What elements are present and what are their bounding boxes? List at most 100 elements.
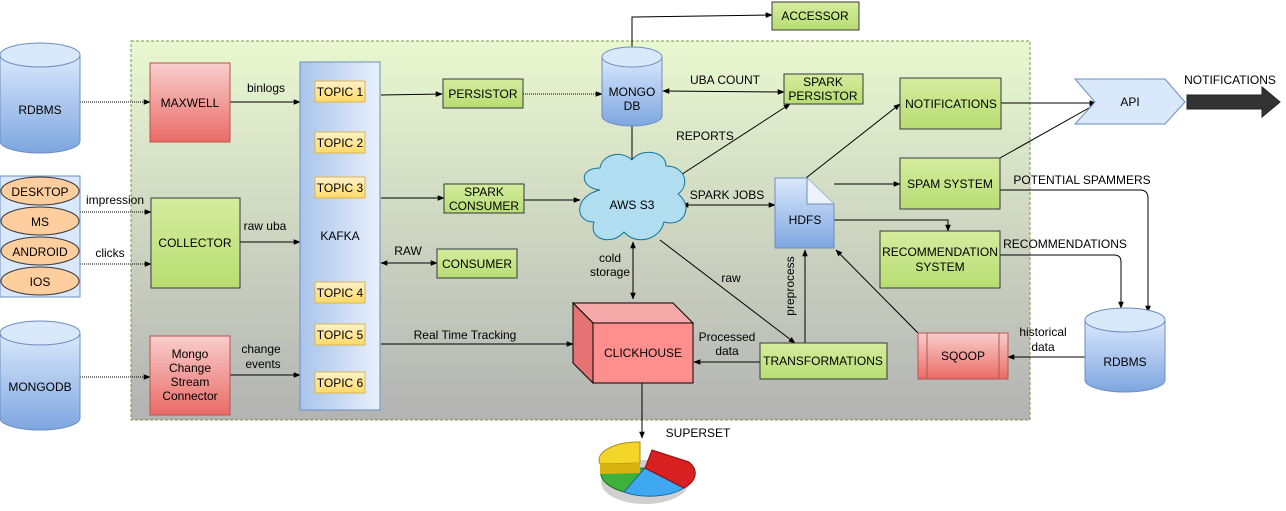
edge-sqoop-hdfs	[835, 249, 919, 334]
svg-text:MONGO: MONGO	[609, 85, 656, 99]
svg-text:COLLECTOR: COLLECTOR	[158, 236, 231, 250]
topic-1	[314, 80, 366, 103]
label-uba-count: UBA COUNT	[690, 73, 761, 87]
label-raw-uba: raw uba	[244, 219, 287, 233]
label-clicks: clicks	[95, 246, 124, 260]
svg-text:DESKTOP: DESKTOP	[11, 185, 68, 199]
edges	[80, 12, 1151, 439]
edge-hdfs-recommendation	[834, 219, 951, 232]
svg-text:TOPIC 6: TOPIC 6	[317, 376, 364, 390]
edge-recommendation-rdbms	[1000, 254, 1124, 309]
rdbms-left-label: RDBMS	[18, 103, 61, 117]
recommendation-system-box: RECOMMENDATION SYSTEM	[879, 230, 1001, 289]
label-raw-lower: raw	[721, 271, 741, 285]
label-notifications-out: NOTIFICATIONS	[1184, 73, 1276, 87]
mongodb-label: MONGODB	[8, 380, 71, 394]
mongodb-source: MONGODB	[0, 320, 81, 431]
label-cold-storage-1: cold	[599, 251, 621, 265]
label-processed-data-1: Processed	[699, 330, 756, 344]
topic-3	[314, 176, 366, 199]
svg-text:AWS S3: AWS S3	[610, 198, 655, 212]
svg-text:TOPIC 4: TOPIC 4	[317, 286, 364, 300]
svg-text:SPARK: SPARK	[803, 75, 843, 89]
rdbms-left: RDBMS	[0, 42, 81, 154]
edge-s3-transformations	[659, 239, 796, 344]
svg-text:HDFS: HDFS	[789, 213, 822, 227]
collector-box: COLLECTOR	[150, 197, 241, 289]
persistor-box: PERSISTOR	[442, 78, 524, 109]
edge-kafka-persistor	[380, 91, 443, 97]
superset-pie-icon	[598, 441, 696, 504]
svg-text:TOPIC 2: TOPIC 2	[317, 136, 364, 150]
svg-text:PERSISTOR: PERSISTOR	[788, 89, 857, 103]
label-change-events-2: events	[245, 357, 280, 371]
svg-text:SQOOP: SQOOP	[941, 349, 985, 363]
rdbms-right: RDBMS	[1084, 307, 1166, 393]
transformations-box: TRANSFORMATIONS	[759, 342, 888, 380]
svg-text:RECOMMENDATION: RECOMMENDATION	[882, 245, 998, 259]
hdfs-document: HDFS	[774, 177, 835, 249]
label-recommendations: RECOMMENDATIONS	[1003, 237, 1127, 251]
spam-system-box: SPAM SYSTEM	[899, 157, 1001, 210]
kafka-cluster: KAFKA TOPIC 1 TOPIC 2 TOPIC 3 TOPIC 4 TO…	[299, 61, 381, 411]
label-raw: RAW	[394, 244, 422, 258]
svg-text:IOS: IOS	[30, 275, 51, 289]
svg-text:TOPIC 1: TOPIC 1	[317, 85, 364, 99]
label-historical-data-1: historical	[1019, 325, 1066, 339]
accessor-box: ACCESSOR	[771, 1, 860, 31]
topic-2	[314, 131, 366, 154]
client-ms	[0, 206, 80, 236]
svg-text:DB: DB	[624, 99, 641, 113]
svg-text:CONSUMER: CONSUMER	[449, 199, 519, 213]
client-desktop	[0, 176, 80, 206]
svg-text:PERSISTOR: PERSISTOR	[448, 87, 517, 101]
label-impression: impression	[86, 193, 144, 207]
spark-consumer-box: SPARK CONSUMER	[443, 183, 525, 214]
notifications-out-arrow	[1186, 85, 1281, 119]
svg-text:Change: Change	[169, 361, 211, 375]
label-spark-jobs: SPARK JOBS	[690, 188, 764, 202]
label-historical-data-2: data	[1031, 340, 1055, 354]
edge-spam-api	[999, 103, 1097, 159]
topic-6	[314, 371, 366, 394]
mongo-db: MONGO DB	[601, 46, 663, 127]
label-binlogs: binlogs	[247, 81, 285, 95]
svg-text:MAXWELL: MAXWELL	[161, 96, 220, 110]
svg-text:SPARK: SPARK	[464, 185, 504, 199]
aws-s3-cloud: AWS S3	[579, 151, 687, 241]
consumer-box: CONSUMER	[436, 248, 518, 279]
topic-4	[314, 281, 366, 304]
clickhouse-cube: CLICKHOUSE	[571, 301, 695, 385]
mongo-connector-box: Mongo Change Stream Connector	[149, 335, 231, 416]
maxwell-box: MAXWELL	[149, 62, 231, 143]
client-android	[0, 236, 80, 266]
label-preprocess: preprocess	[783, 256, 797, 315]
svg-text:SPAM SYSTEM: SPAM SYSTEM	[907, 177, 993, 191]
label-change-events-1: change	[241, 342, 281, 356]
edge-labels: binlogs impression clicks raw uba change…	[86, 73, 1276, 440]
svg-text:CONSUMER: CONSUMER	[442, 257, 512, 271]
svg-text:ANDROID: ANDROID	[12, 245, 68, 259]
svg-text:ACCESSOR: ACCESSOR	[781, 9, 849, 23]
label-potential-spammers: POTENTIAL SPAMMERS	[1013, 173, 1150, 187]
edge-s3-sparkpersistor	[669, 103, 791, 183]
svg-text:RDBMS: RDBMS	[1103, 355, 1146, 369]
edge-mongo-accessor	[631, 12, 773, 48]
label-reports: REPORTS	[676, 129, 734, 143]
label-real-time-tracking: Real Time Tracking	[414, 328, 517, 342]
svg-text:Stream: Stream	[171, 375, 210, 389]
svg-text:Connector: Connector	[162, 389, 217, 403]
topic-5	[314, 323, 366, 346]
svg-text:TOPIC 5: TOPIC 5	[317, 328, 364, 342]
notifications-box: NOTIFICATIONS	[899, 77, 1002, 130]
svg-text:TRANSFORMATIONS: TRANSFORMATIONS	[763, 354, 883, 368]
svg-text:NOTIFICATIONS: NOTIFICATIONS	[905, 97, 997, 111]
label-cold-storage-2: storage	[590, 265, 630, 279]
api-shape: API	[1073, 78, 1186, 125]
sqoop-box: SQOOP	[917, 332, 1009, 380]
svg-text:SYSTEM: SYSTEM	[915, 260, 964, 274]
svg-text:API: API	[1120, 95, 1139, 109]
spark-persistor-box: SPARK PERSISTOR	[783, 73, 864, 105]
client-ios	[0, 266, 80, 296]
